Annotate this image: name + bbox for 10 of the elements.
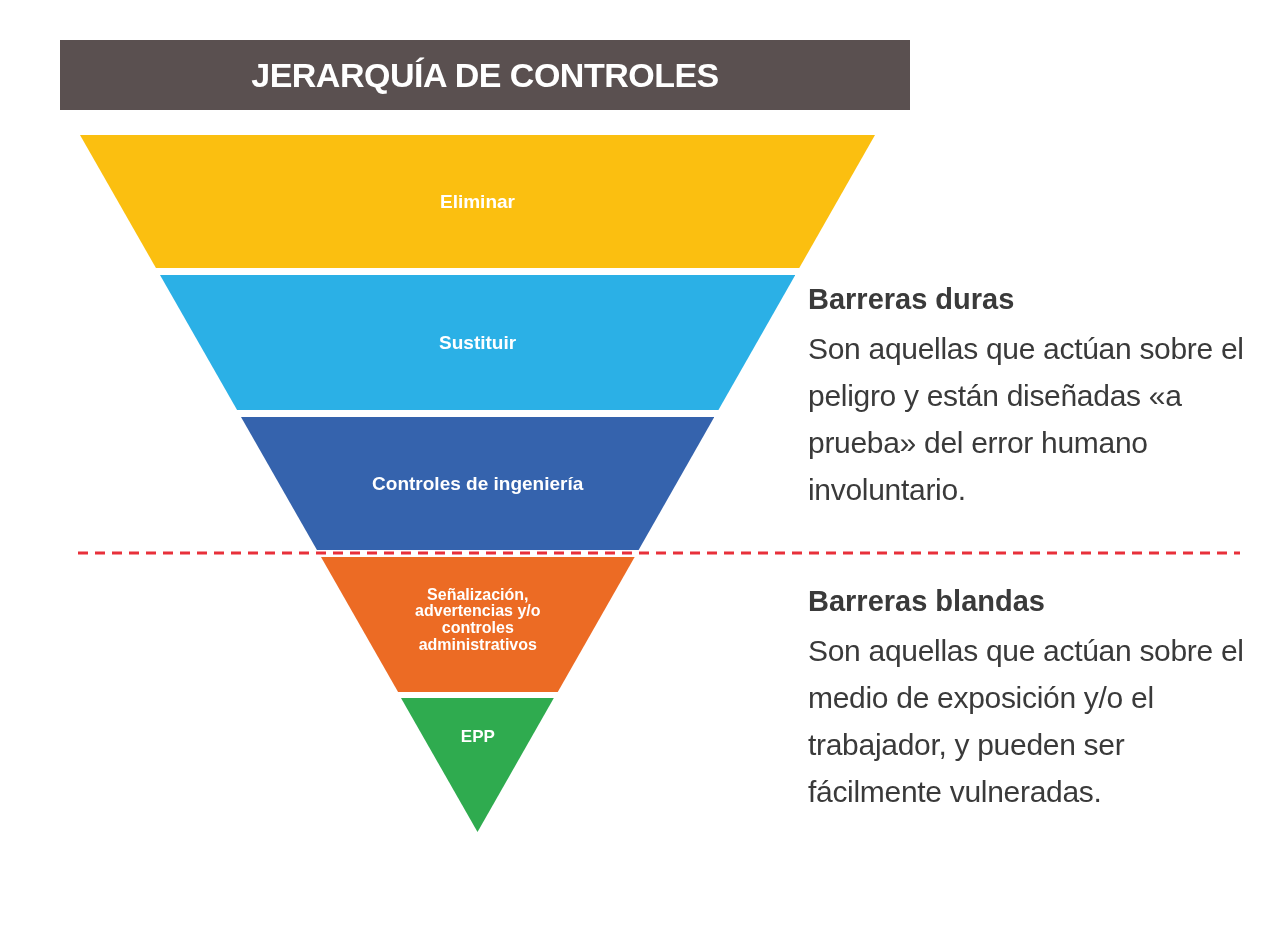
description-text: Son aquellas que actúan sobre el medio de exposición y/o el trabajador, y pueden ser fácilmente vulneradas. <box>808 633 1245 810</box>
level-label: EPP <box>459 728 496 746</box>
section-heading: Barreras duras <box>808 283 1016 316</box>
level-label: Sustituir <box>438 332 518 353</box>
level-label: Controles de ingeniería <box>371 473 585 494</box>
title-banner: JERARQUÍA DE CONTROLES <box>60 40 910 110</box>
level-label: Eliminar <box>439 191 516 212</box>
description-text: Son aquellas que actúan sobre el peligro y están diseñadas «a prueba» del error humano involuntario. <box>808 331 1245 508</box>
level-label: Señalización, advertencias y/o controles administrativos <box>414 586 542 654</box>
section-heading: Barreras blandas <box>808 585 1046 618</box>
